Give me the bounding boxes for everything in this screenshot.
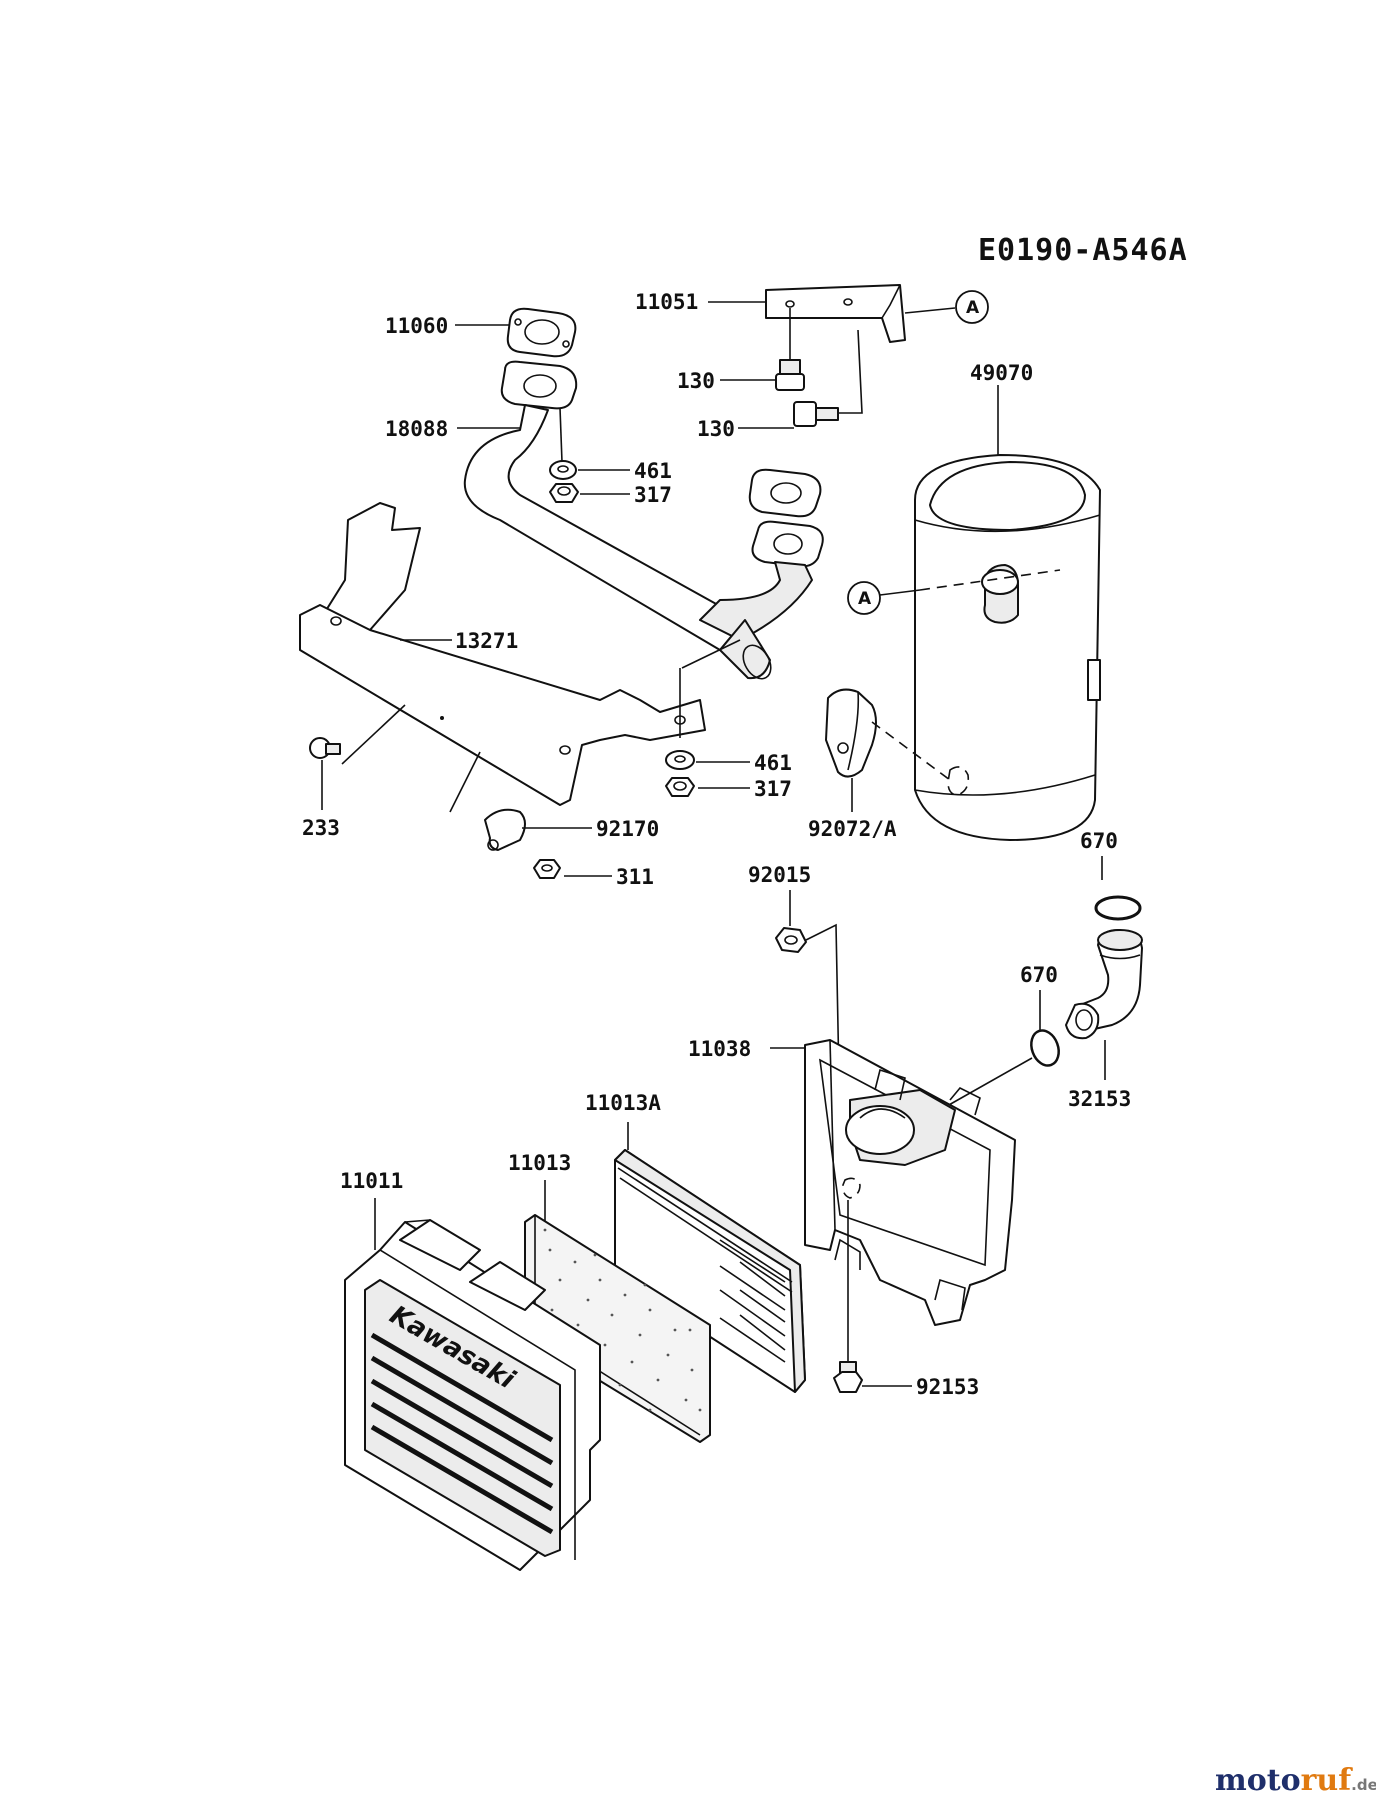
bolt-130-lower[interactable]	[793, 329, 863, 427]
muffler-49070[interactable]	[914, 454, 1101, 841]
bolt-130-upper[interactable]	[775, 308, 805, 391]
leader-nut-stack-upper	[559, 407, 563, 463]
svg-text:motoruf.de: motoruf.de	[1215, 1763, 1376, 1798]
label-11060: 11060	[385, 314, 448, 338]
label-11013a: 11013A	[585, 1091, 661, 1115]
o-ring-670-top[interactable]	[1094, 895, 1142, 921]
bolt-233[interactable]	[309, 737, 341, 759]
leader-pipe-to-stack	[681, 639, 741, 669]
label-92015: 92015	[748, 863, 811, 887]
label-130b: 130	[697, 417, 735, 441]
nut-317-lower[interactable]	[665, 777, 695, 797]
label-11051: 11051	[635, 290, 698, 314]
ref-marker-a-muffler: A	[847, 569, 1061, 615]
svg-text:A: A	[858, 589, 872, 609]
elbow-32153[interactable]	[1065, 929, 1143, 1040]
clamp-92072-a[interactable]	[825, 688, 877, 778]
heat-shield-13271[interactable]	[299, 502, 706, 806]
label-130a: 130	[677, 369, 715, 393]
svg-text:A: A	[966, 298, 980, 318]
nut-92015[interactable]	[775, 927, 807, 953]
exhaust-pipe-18088[interactable]	[463, 360, 824, 684]
o-ring-670-mid[interactable]	[1027, 1027, 1064, 1070]
label-49070: 49070	[970, 361, 1033, 385]
gasket-right[interactable]	[748, 468, 822, 518]
diagram-code: E0190-A546A	[978, 233, 1188, 268]
watermark-ruf: ruf	[1301, 1763, 1354, 1798]
label-461b: 461	[754, 751, 792, 775]
washer-461-lower[interactable]	[665, 750, 695, 770]
label-11038: 11038	[688, 1037, 751, 1061]
label-317b: 317	[754, 777, 792, 801]
air-cleaner-base-11038[interactable]	[804, 1039, 1016, 1326]
label-92170: 92170	[596, 817, 659, 841]
leader-233-shield	[341, 704, 406, 765]
watermark-tld: .de	[1351, 1776, 1376, 1794]
gasket-11060[interactable]	[506, 307, 577, 358]
washer-461-upper[interactable]	[549, 460, 577, 480]
nut-317-upper[interactable]	[549, 483, 579, 503]
bracket-11051[interactable]	[765, 284, 906, 343]
bolt-92153[interactable]	[833, 1361, 863, 1393]
nut-311[interactable]	[533, 859, 561, 879]
label-32153: 32153	[1068, 1087, 1131, 1111]
leader-oring-to-box	[939, 1057, 1033, 1111]
ref-marker-a-top: A	[904, 290, 989, 324]
label-461a: 461	[634, 459, 672, 483]
label-317a: 317	[634, 483, 672, 507]
watermark-moto: moto	[1215, 1763, 1301, 1798]
label-311: 311	[616, 865, 654, 889]
label-13271: 13271	[455, 629, 518, 653]
label-11011: 11011	[340, 1169, 403, 1193]
label-670-mid: 670	[1020, 963, 1058, 987]
label-233: 233	[302, 816, 340, 840]
label-18088: 18088	[385, 417, 448, 441]
leader-clamp-shield	[449, 751, 481, 813]
clamp-92170[interactable]	[484, 808, 526, 851]
watermark-logo: motoruf.de	[1215, 1763, 1376, 1798]
label-92072: 92072/A	[808, 817, 897, 841]
label-670-top: 670	[1080, 829, 1118, 853]
label-92153: 92153	[916, 1375, 979, 1399]
air-cleaner-cover-11011[interactable]: Kawasaki	[344, 1219, 601, 1571]
label-11013: 11013	[508, 1151, 571, 1175]
